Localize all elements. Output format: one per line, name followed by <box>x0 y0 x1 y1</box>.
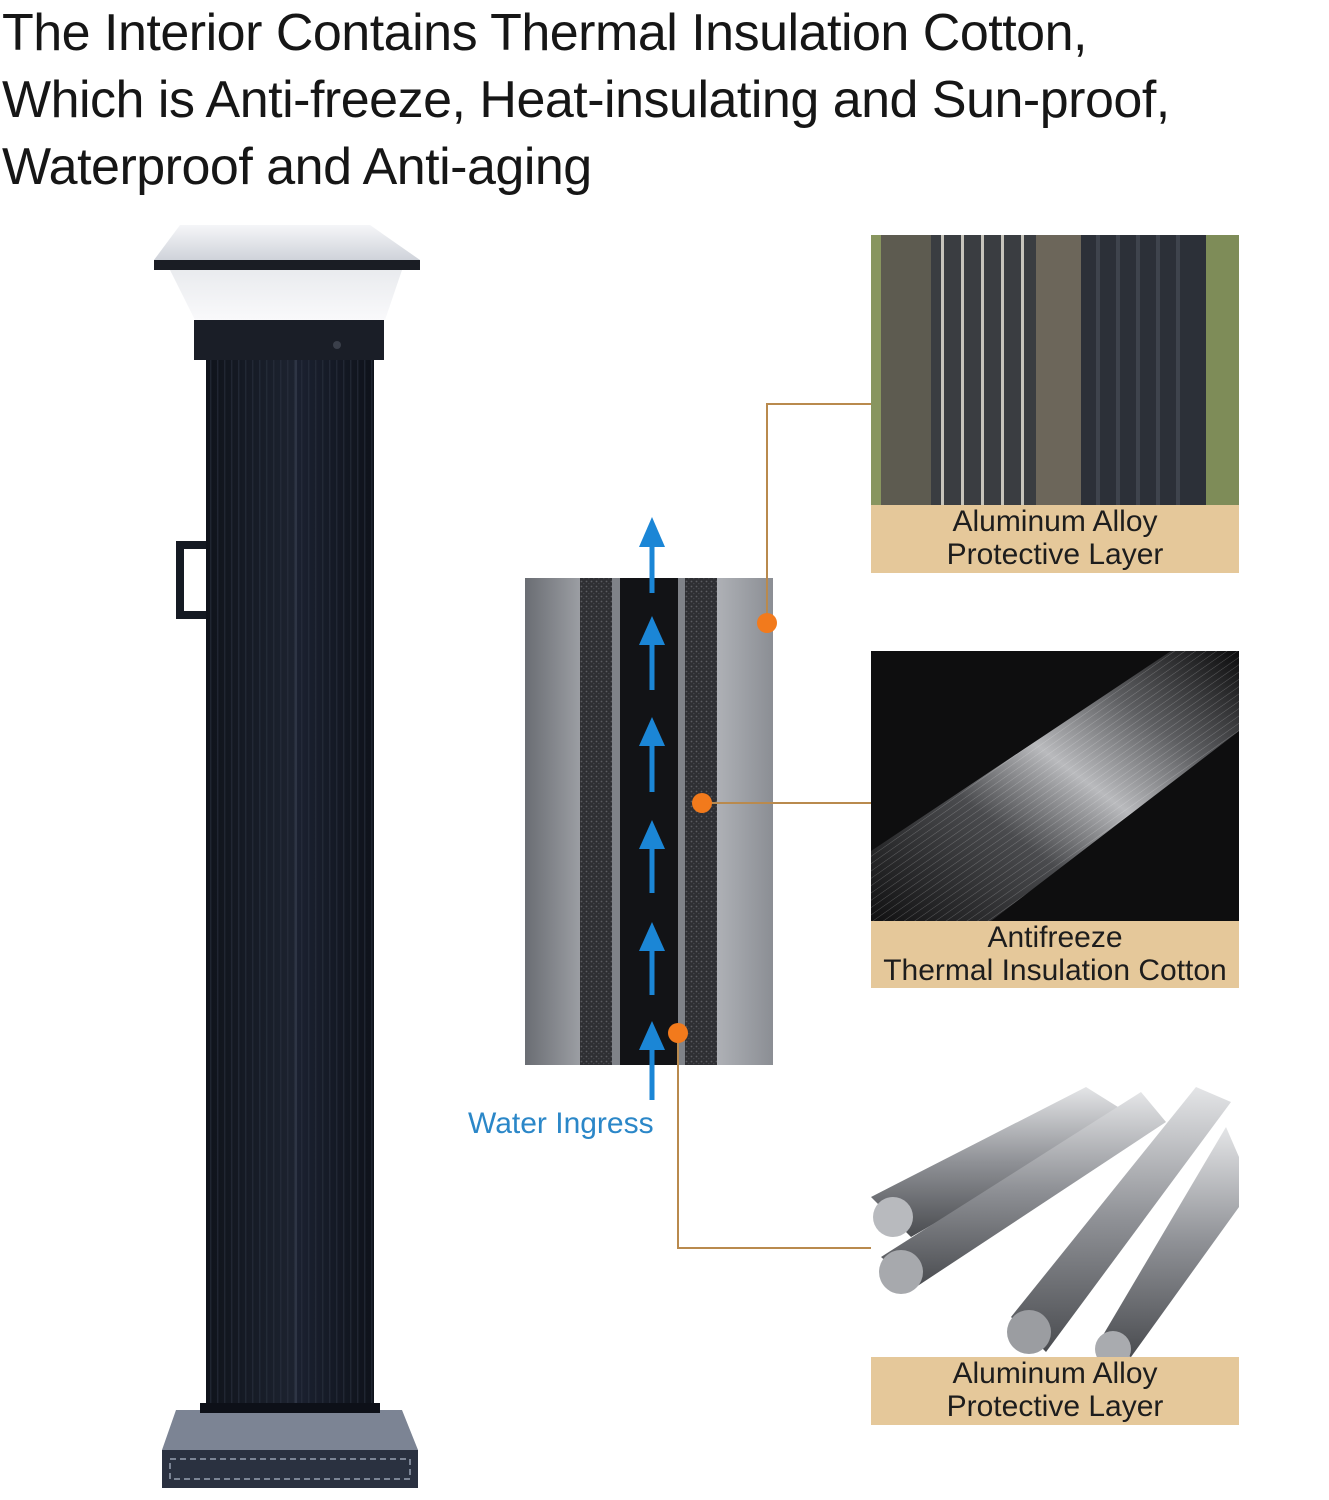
caption-insulation-line1: Antifreeze <box>987 921 1123 954</box>
caption-aluminum-2-line1: Aluminum Alloy <box>952 1357 1158 1390</box>
cross-section-diagram <box>520 515 780 1105</box>
caption-insulation: Antifreeze Thermal Insulation Cotton <box>871 921 1239 988</box>
caption-aluminum-1: Aluminum Alloy Protective Layer <box>871 505 1239 573</box>
water-ingress-label: Water Ingress <box>468 1107 654 1140</box>
headline: The Interior Contains Thermal Insulation… <box>2 4 1170 196</box>
caption-aluminum-2-line2: Protective Layer <box>946 1390 1164 1423</box>
caption-aluminum-1-line1: Aluminum Alloy <box>952 505 1158 538</box>
post-light-image <box>140 215 440 1500</box>
caption-insulation-line2: Thermal Insulation Cotton <box>883 954 1227 987</box>
water-flow-arrows <box>630 515 674 1105</box>
insulation-cotton-photo <box>871 651 1239 921</box>
caption-aluminum-1-line2: Protective Layer <box>946 538 1164 571</box>
caption-aluminum-2: Aluminum Alloy Protective Layer <box>871 1357 1239 1425</box>
aluminum-rods-photo <box>871 1087 1239 1357</box>
aluminum-profile-photo <box>871 235 1239 505</box>
